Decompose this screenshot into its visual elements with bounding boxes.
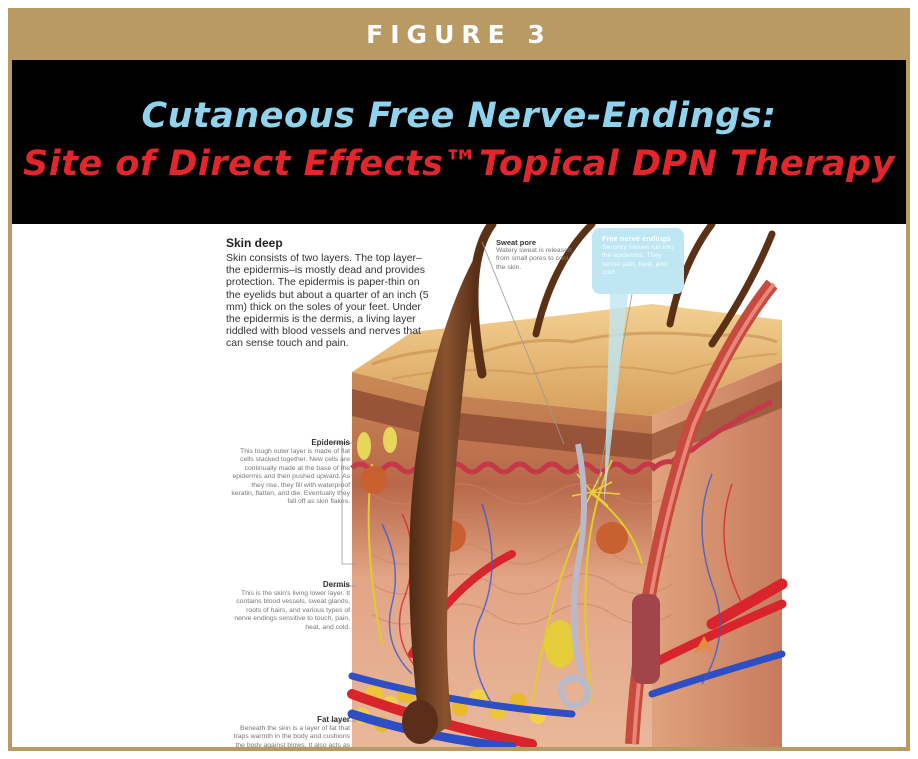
touch-receptor bbox=[357, 432, 371, 460]
intro-body: Skin consists of two layers. The top lay… bbox=[226, 252, 436, 350]
fat-layer-label-body: Beneath the skin is a layer of fat that … bbox=[230, 725, 350, 747]
title-line-1: Cutaneous Free Nerve-Endings: bbox=[12, 96, 906, 136]
title-banner: Cutaneous Free Nerve-Endings: Site of Di… bbox=[12, 60, 906, 224]
free-nerve-endings-label-body: Sensory nerves run into the epidermis. T… bbox=[602, 244, 680, 278]
figure-body: Cutaneous Free Nerve-Endings: Site of Di… bbox=[12, 60, 906, 747]
title-line-2: Site of Direct Effects™Topical DPN Thera… bbox=[12, 144, 906, 184]
dermis-label-title: Dermis bbox=[250, 580, 350, 589]
figure-label: FIGURE 3 bbox=[8, 8, 910, 60]
sweat-pore-label-title: Sweat pore bbox=[496, 238, 536, 247]
epidermis-label-body: This tough outer layer is made of flat c… bbox=[230, 448, 350, 507]
intro-heading: Skin deep bbox=[226, 236, 283, 250]
free-nerve-endings-label-title: Free nerve endings bbox=[602, 234, 671, 243]
sweat-pore-label-body: Watery sweat is released from small pore… bbox=[496, 247, 578, 272]
figure-frame: FIGURE 3 Cutaneous Free Nerve-Endings: S… bbox=[8, 8, 910, 751]
skin-cross-section-illustration bbox=[12, 224, 906, 747]
fat-layer-label-title: Fat layer bbox=[250, 715, 350, 724]
epidermis-label-title: Epidermis bbox=[250, 438, 350, 447]
dermis-label-body: This is the skin's living lower layer. I… bbox=[230, 590, 350, 632]
